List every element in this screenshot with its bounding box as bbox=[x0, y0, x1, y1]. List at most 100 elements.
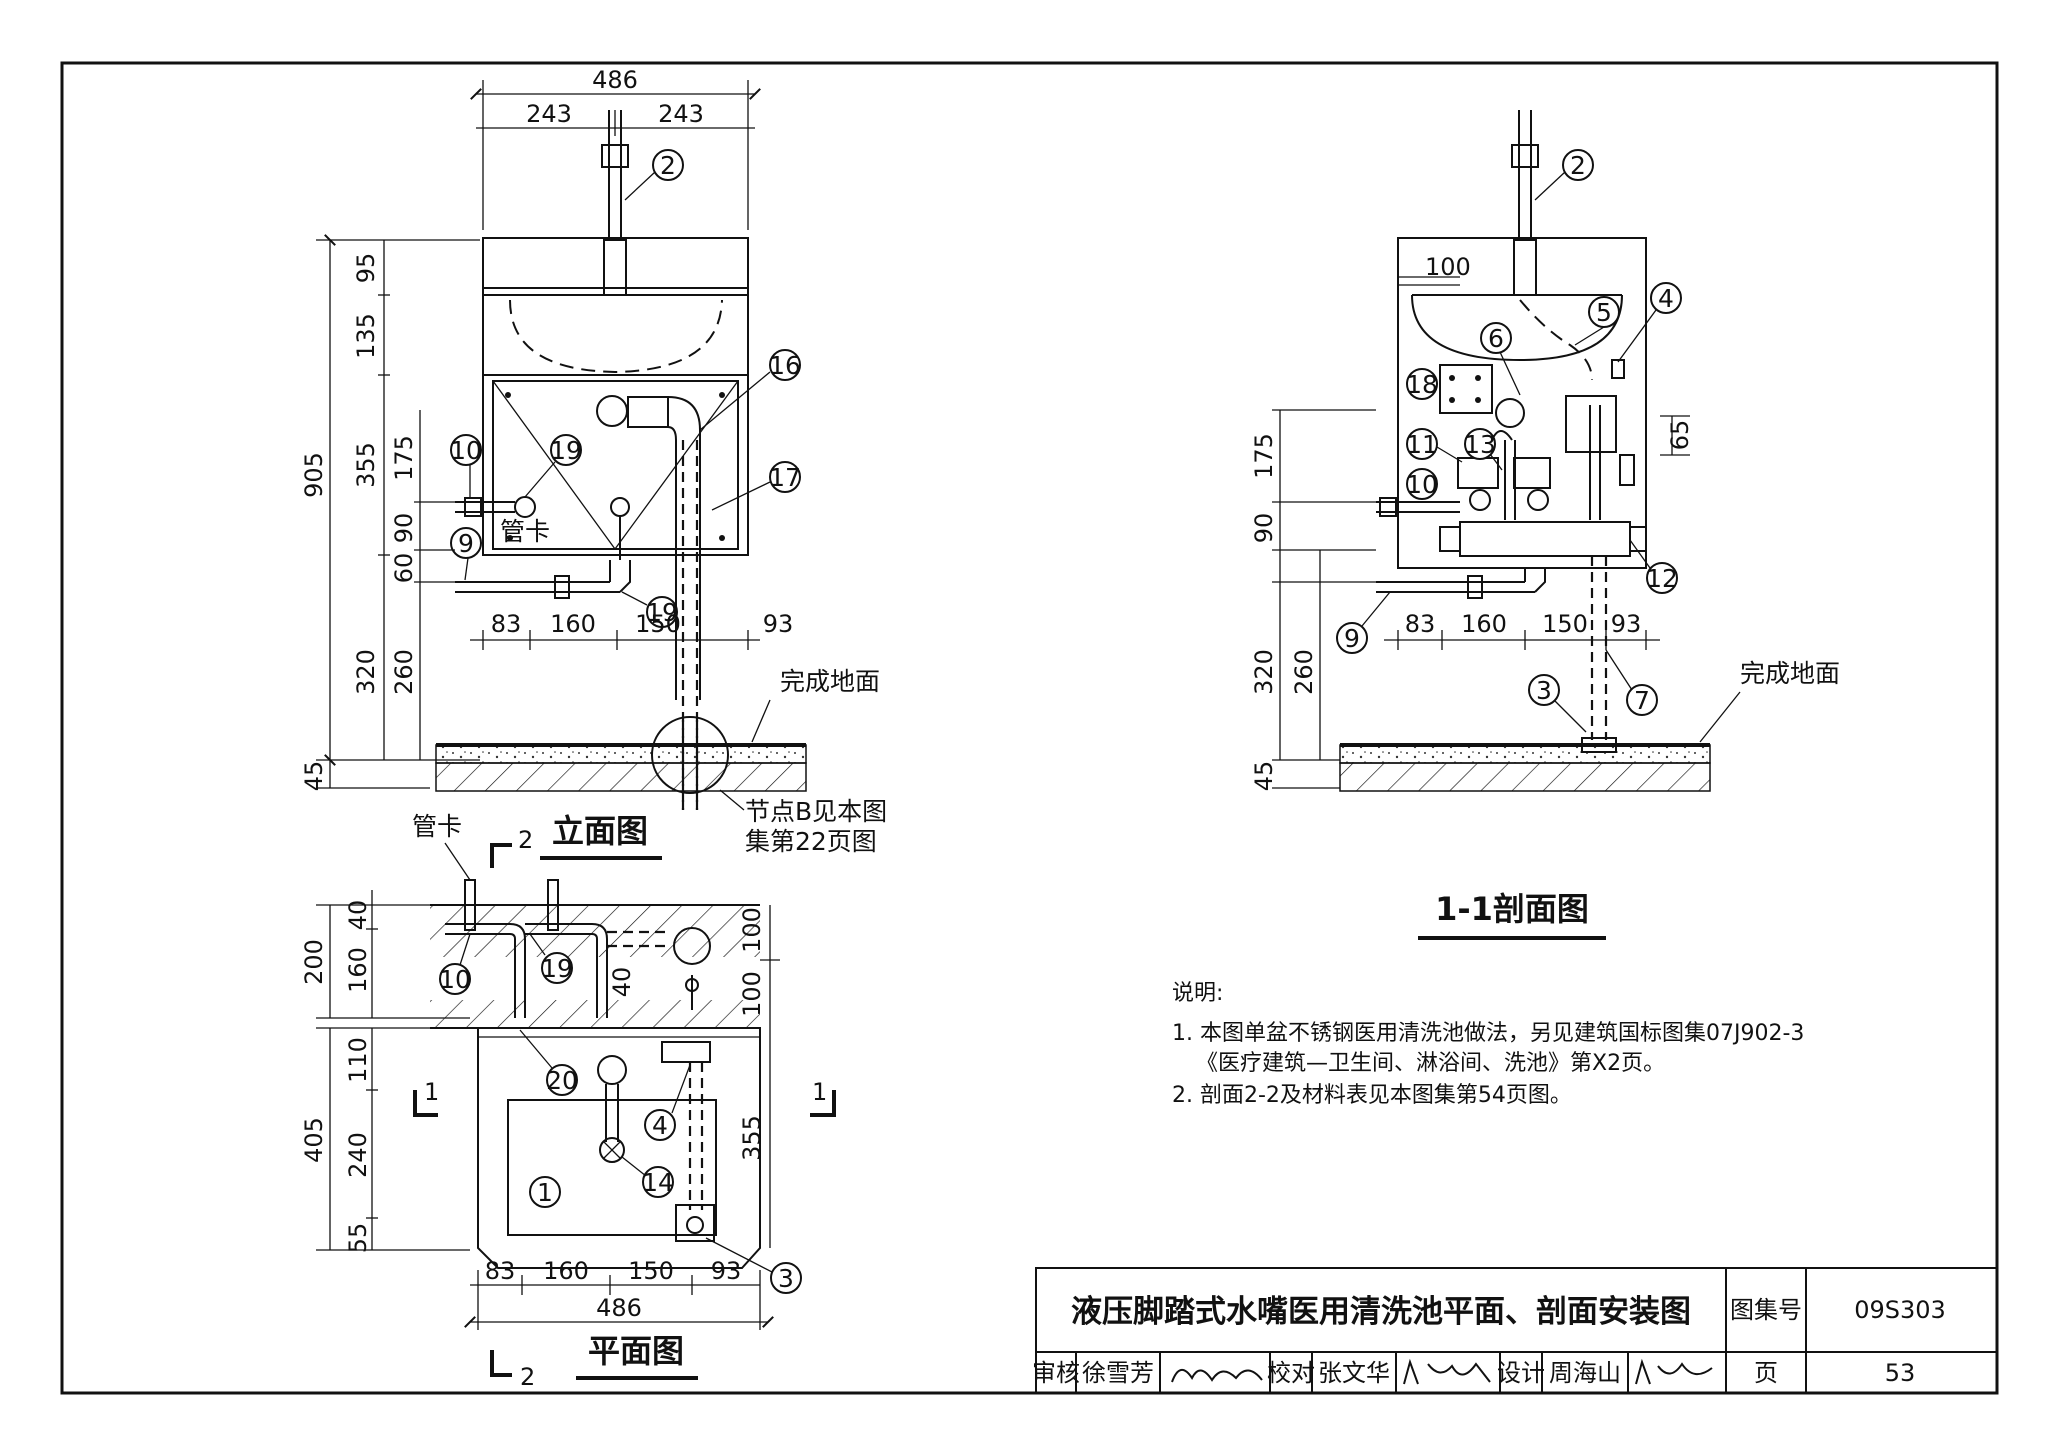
bubble-16 bbox=[769, 349, 801, 381]
svg-text:10: 10 bbox=[1406, 470, 1438, 499]
plan-bubble-14 bbox=[642, 1166, 674, 1198]
svg-text:200: 200 bbox=[300, 939, 328, 985]
svg-text:93: 93 bbox=[763, 610, 794, 638]
svg-text:页: 页 bbox=[1754, 1359, 1778, 1387]
sec-floor-label: 完成地面 bbox=[1740, 659, 1840, 688]
svg-text:100: 100 bbox=[738, 907, 766, 953]
plan-title: 平面图 bbox=[588, 1332, 684, 1370]
svg-text:320: 320 bbox=[352, 649, 380, 695]
note-2: 2. 剖面2-2及材料表见本图集第54页图。 bbox=[1172, 1083, 1572, 1108]
svg-text:10: 10 bbox=[450, 436, 482, 465]
svg-text:65: 65 bbox=[1666, 420, 1694, 451]
svg-text:9: 9 bbox=[1344, 624, 1360, 653]
svg-text:审核: 审核 bbox=[1032, 1359, 1080, 1387]
svg-text:160: 160 bbox=[550, 610, 596, 638]
sec-bubble-7 bbox=[1626, 684, 1658, 716]
svg-text:3: 3 bbox=[778, 1264, 794, 1293]
svg-text:17: 17 bbox=[769, 463, 801, 492]
svg-text:集第22页图: 集第22页图 bbox=[745, 827, 877, 856]
svg-text:2: 2 bbox=[520, 1363, 535, 1391]
notes: 说明: 1. 本图单盆不锈钢医用清洗池做法，另见建筑国标图集07J902-3 《… bbox=[1172, 981, 1804, 1108]
sec-bubble-4 bbox=[1650, 282, 1682, 314]
svg-text:260: 260 bbox=[390, 649, 418, 695]
section-view: 2 100 5 4 6 18 bbox=[1250, 110, 1840, 940]
sec-bubble-6 bbox=[1480, 322, 1512, 354]
svg-text:张文华: 张文华 bbox=[1318, 1359, 1390, 1387]
elev-floor-slab bbox=[435, 744, 807, 764]
note-1-cont: 《医疗建筑—卫生间、淋浴间、洗池》第X2页。 bbox=[1196, 1051, 1665, 1076]
svg-text:160: 160 bbox=[543, 1257, 589, 1285]
svg-text:19: 19 bbox=[541, 954, 573, 983]
bubble-2 bbox=[652, 149, 684, 181]
svg-text:3: 3 bbox=[1536, 676, 1552, 705]
plan-clamp-label: 管卡 bbox=[412, 812, 462, 841]
svg-text:405: 405 bbox=[300, 1117, 328, 1163]
svg-text:4: 4 bbox=[652, 1111, 668, 1140]
tb-title: 液压脚踏式水嘴医用清洗池平面、剖面安装图 bbox=[1071, 1294, 1691, 1330]
bubble-17 bbox=[769, 461, 801, 493]
tb-atlas-no: 09S303 bbox=[1854, 1296, 1946, 1324]
sheet-frame bbox=[60, 61, 1999, 1395]
svg-text:83: 83 bbox=[491, 610, 522, 638]
svg-text:355: 355 bbox=[352, 442, 380, 488]
plan-view: 2 2 1 1 管卡 10 19 bbox=[300, 812, 836, 1391]
tb-atlas-label: 图集号 bbox=[1730, 1296, 1802, 1324]
bubble-19-bottom bbox=[646, 596, 678, 628]
svg-text:240: 240 bbox=[344, 1132, 372, 1178]
svg-text:100: 100 bbox=[738, 971, 766, 1017]
sec-bubble-2 bbox=[1562, 149, 1594, 181]
designer-signature bbox=[1635, 1358, 1713, 1385]
svg-text:150: 150 bbox=[1542, 610, 1588, 638]
bubble-19-top bbox=[550, 434, 582, 466]
svg-text:14: 14 bbox=[642, 1168, 674, 1197]
plan-bubble-4 bbox=[644, 1109, 676, 1141]
plan-bubble-20 bbox=[546, 1064, 578, 1096]
checker-signature bbox=[1403, 1358, 1491, 1385]
svg-text:93: 93 bbox=[1611, 610, 1642, 638]
sec-bubble-9 bbox=[1336, 622, 1368, 654]
notes-heading: 说明: bbox=[1172, 981, 1223, 1006]
sec-bubble-13 bbox=[1464, 428, 1496, 460]
elev-floor-label: 完成地面 bbox=[780, 667, 880, 696]
svg-text:150: 150 bbox=[635, 610, 681, 638]
svg-text:2: 2 bbox=[660, 151, 676, 180]
svg-text:95: 95 bbox=[352, 253, 380, 284]
svg-text:135: 135 bbox=[352, 313, 380, 359]
svg-text:90: 90 bbox=[390, 513, 418, 544]
svg-text:160: 160 bbox=[1461, 610, 1507, 638]
svg-text:175: 175 bbox=[1250, 433, 1278, 479]
elev-width-left: 243 bbox=[526, 100, 572, 128]
bubble-9 bbox=[450, 527, 482, 559]
svg-text:7: 7 bbox=[1634, 686, 1650, 715]
svg-text:19: 19 bbox=[550, 436, 582, 465]
svg-text:160: 160 bbox=[344, 947, 372, 993]
svg-text:20: 20 bbox=[546, 1066, 578, 1095]
svg-text:55: 55 bbox=[344, 1223, 372, 1254]
svg-text:40: 40 bbox=[608, 967, 636, 998]
note-1: 1. 本图单盆不锈钢医用清洗池做法，另见建筑国标图集07J902-3 bbox=[1172, 1021, 1804, 1046]
svg-text:10: 10 bbox=[439, 965, 471, 994]
svg-text:2: 2 bbox=[1570, 151, 1586, 180]
svg-text:110: 110 bbox=[344, 1037, 372, 1083]
svg-text:355: 355 bbox=[738, 1115, 766, 1161]
sec-bubble-3 bbox=[1528, 674, 1560, 706]
svg-text:150: 150 bbox=[628, 1257, 674, 1285]
svg-text:175: 175 bbox=[390, 435, 418, 481]
svg-text:320: 320 bbox=[1250, 649, 1278, 695]
sec-bubble-10 bbox=[1406, 468, 1438, 500]
svg-text:6: 6 bbox=[1488, 324, 1504, 353]
svg-text:4: 4 bbox=[1658, 284, 1674, 313]
svg-text:校对: 校对 bbox=[1267, 1359, 1315, 1387]
svg-text:83: 83 bbox=[485, 1257, 516, 1285]
svg-text:45: 45 bbox=[300, 761, 328, 792]
elev-clamp-label: 管卡 bbox=[500, 517, 550, 546]
svg-text:90: 90 bbox=[1250, 513, 1278, 544]
svg-text:53: 53 bbox=[1885, 1359, 1916, 1387]
plan-bubble-10 bbox=[439, 963, 471, 995]
svg-text:45: 45 bbox=[1250, 761, 1278, 792]
svg-text:100: 100 bbox=[1425, 253, 1471, 281]
svg-text:周海山: 周海山 bbox=[1549, 1359, 1621, 1387]
svg-text:11: 11 bbox=[1406, 430, 1438, 459]
svg-text:260: 260 bbox=[1290, 649, 1318, 695]
svg-text:徐雪芳: 徐雪芳 bbox=[1082, 1359, 1154, 1387]
